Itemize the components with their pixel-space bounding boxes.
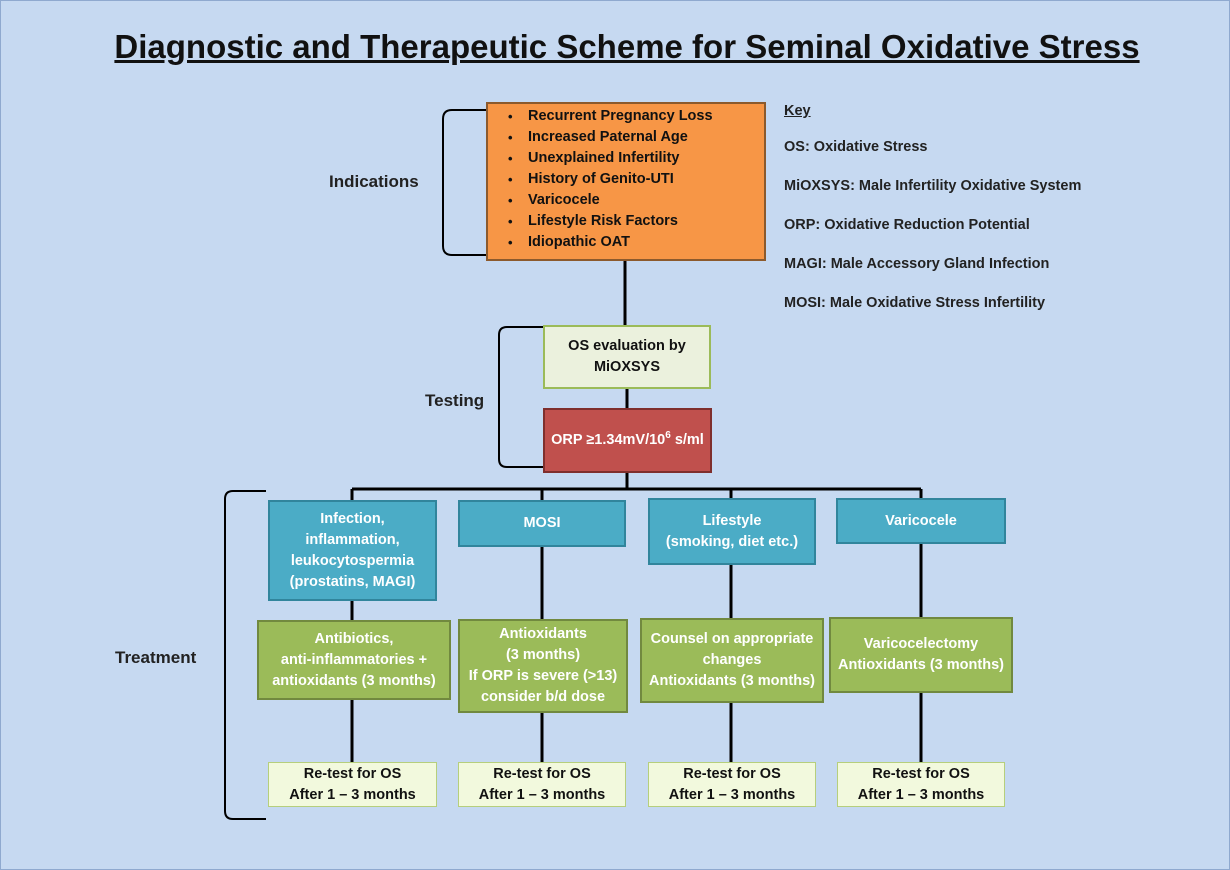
- treatment-line: Varicocelectomy: [863, 636, 979, 652]
- indication-item: Varicocele: [508, 190, 713, 211]
- cause-line: inflammation,: [305, 531, 400, 548]
- indications-label: Indications: [329, 172, 419, 191]
- retest-box: Re-test for OS After 1 – 3 months: [648, 762, 816, 807]
- treatment-box-antibiotics: Antibiotics, anti-inflammatories + antio…: [257, 620, 451, 700]
- treatment-line: Antioxidants (3 months): [838, 657, 1004, 673]
- treatment-line: antioxidants (3 months): [272, 672, 436, 689]
- retest-line: After 1 – 3 months: [668, 786, 796, 803]
- cause-line: Infection,: [320, 510, 385, 527]
- treatment-line: If ORP is severe (>13): [468, 668, 618, 684]
- cause-box-mosi: MOSI: [458, 500, 626, 547]
- retest-box: Re-test for OS After 1 – 3 months: [268, 762, 437, 807]
- treatment-line: consider b/d dose: [480, 689, 606, 705]
- diagram-title: Diagnostic and Therapeutic Scheme for Se…: [114, 28, 1140, 65]
- os-evaluation-box: OS evaluation by MiOXSYS: [543, 325, 711, 389]
- treatment-box-varicocelectomy: Varicocelectomy Antioxidants (3 months): [829, 617, 1013, 693]
- indication-item: Idiopathic OAT: [508, 232, 713, 253]
- cause-line: Varicocele: [885, 512, 957, 529]
- treatment-line: Antibiotics,: [314, 630, 394, 647]
- indications-box: Recurrent Pregnancy Loss Increased Pater…: [486, 102, 766, 261]
- cause-box-lifestyle: Lifestyle (smoking, diet etc.): [648, 498, 816, 565]
- treatment-line: Counsel on appropriate: [650, 631, 814, 647]
- treatment-line: anti-inflammatories +: [280, 651, 428, 668]
- key-item: MAGI: Male Accessory Gland Infection: [784, 256, 1050, 272]
- cause-box-varicocele: Varicocele: [836, 498, 1006, 544]
- key-item: OS: Oxidative Stress: [784, 139, 928, 155]
- retest-line: After 1 – 3 months: [289, 786, 416, 803]
- orp-threshold-text: ORP ≥1.34mV/106 s/ml: [551, 430, 704, 448]
- retest-line: Re-test for OS: [872, 765, 970, 782]
- treatment-line: (3 months): [505, 647, 581, 663]
- indication-item: Increased Paternal Age: [508, 127, 713, 148]
- key-legend: Key OS: Oxidative Stress MiOXSYS: Male I…: [784, 101, 1081, 332]
- treatment-line: Antioxidants: [499, 626, 587, 642]
- indication-item: Recurrent Pregnancy Loss: [508, 106, 712, 127]
- cause-line: MOSI: [523, 515, 561, 531]
- indication-item: History of Genito-UTI: [508, 169, 713, 190]
- treatment-label: Treatment: [115, 648, 197, 667]
- retest-line: After 1 – 3 months: [857, 786, 985, 803]
- indication-item: Lifestyle Risk Factors: [508, 211, 713, 232]
- cause-box-infection: Infection, inflammation, leukocytospermi…: [268, 500, 437, 601]
- key-title: Key: [784, 103, 811, 119]
- key-item: MiOXSYS: Male Infertility Oxidative Syst…: [784, 178, 1082, 194]
- retest-box: Re-test for OS After 1 – 3 months: [837, 762, 1005, 807]
- retest-box: Re-test for OS After 1 – 3 months: [458, 762, 626, 807]
- cause-line: (prostatins, MAGI): [289, 573, 416, 590]
- os-evaluation-line: OS evaluation by: [568, 338, 686, 354]
- retest-line: Re-test for OS: [683, 765, 781, 782]
- indication-item: Unexplained Infertility: [508, 148, 713, 169]
- treatment-line: changes: [702, 652, 762, 668]
- treatment-box-counsel: Counsel on appropriate changes Antioxida…: [640, 618, 824, 703]
- orp-threshold-box: ORP ≥1.34mV/106 s/ml: [543, 408, 712, 473]
- cause-line: leukocytospermia: [290, 552, 415, 569]
- key-item: ORP: Oxidative Reduction Potential: [784, 217, 1030, 233]
- treatment-box-antioxidants: Antioxidants (3 months) If ORP is severe…: [458, 619, 628, 713]
- key-item: MOSI: Male Oxidative Stress Infertility: [784, 295, 1046, 311]
- testing-label: Testing: [425, 391, 485, 410]
- cause-line: Lifestyle: [702, 512, 762, 529]
- indications-list: Recurrent Pregnancy Loss Increased Pater…: [488, 106, 713, 253]
- cause-line: (smoking, diet etc.): [665, 533, 799, 550]
- retest-line: Re-test for OS: [303, 765, 402, 782]
- treatment-line: Antioxidants (3 months): [649, 673, 815, 689]
- retest-line: Re-test for OS: [493, 765, 591, 782]
- os-evaluation-line: MiOXSYS: [593, 359, 661, 375]
- retest-line: After 1 – 3 months: [478, 786, 606, 803]
